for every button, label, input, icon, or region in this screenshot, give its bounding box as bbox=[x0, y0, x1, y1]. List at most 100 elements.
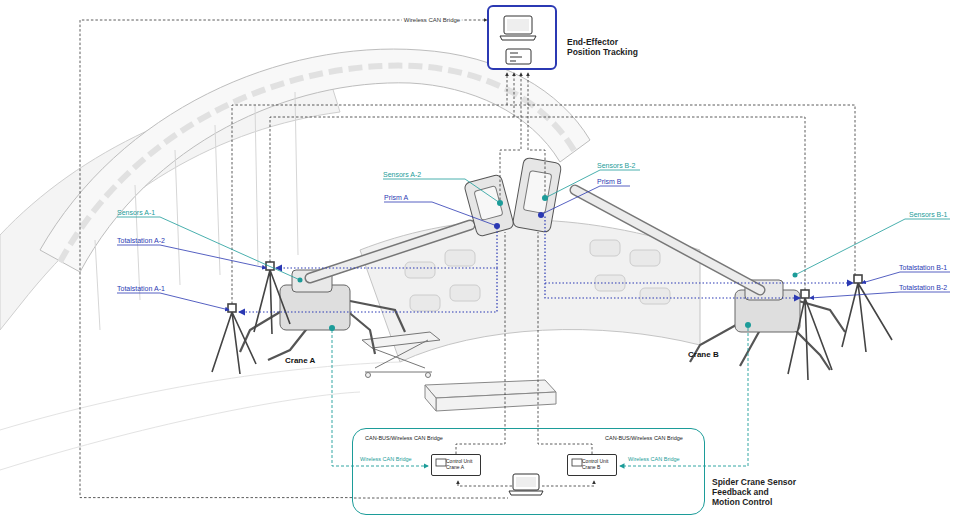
sensor-link bbox=[620, 328, 748, 466]
spider-crane bbox=[512, 157, 562, 233]
control-unit: Control Unit Crane B bbox=[567, 454, 617, 476]
pavilion-shell bbox=[595, 275, 625, 291]
sensor-label: Sensors A-1 bbox=[117, 209, 155, 217]
work-table bbox=[426, 373, 431, 378]
spider-crane bbox=[240, 157, 845, 370]
leader-line bbox=[547, 170, 640, 197]
data-link bbox=[507, 73, 508, 105]
pavilion-shell bbox=[590, 240, 620, 256]
pavilion-shell bbox=[640, 288, 670, 304]
spider-crane bbox=[310, 225, 470, 278]
box-heading: End-Effector Position Tracking bbox=[567, 37, 649, 57]
panel-stack bbox=[425, 385, 436, 411]
total-station bbox=[801, 290, 809, 298]
sensor-label: Sensors B-2 bbox=[597, 162, 636, 170]
total-station bbox=[854, 275, 862, 283]
unit-label: Control Unit Crane B bbox=[582, 458, 616, 470]
laptop-icon bbox=[509, 491, 543, 495]
work-table bbox=[365, 340, 432, 372]
pavilion-shell bbox=[630, 250, 660, 266]
sight-line bbox=[239, 216, 853, 312]
spider-crane bbox=[575, 190, 760, 290]
station-label: Totalstation A-1 bbox=[117, 285, 165, 293]
total-station bbox=[254, 270, 290, 334]
crane-name: Crane B bbox=[688, 351, 719, 359]
laptop-icon bbox=[516, 477, 536, 487]
sight-line bbox=[545, 283, 800, 298]
sensor-dot bbox=[329, 325, 335, 331]
sensor-link bbox=[332, 328, 748, 466]
work-table bbox=[362, 332, 440, 378]
bus-label: Wireless CAN Bridge bbox=[360, 455, 412, 463]
laptop-icon bbox=[513, 474, 539, 490]
control-icon bbox=[436, 459, 446, 466]
sight-line bbox=[276, 228, 497, 268]
spider-crane bbox=[575, 190, 760, 290]
spider-crane bbox=[523, 170, 552, 213]
wireless-link bbox=[80, 20, 487, 498]
data-link bbox=[458, 481, 512, 486]
total-station bbox=[788, 298, 832, 380]
leader-line bbox=[795, 219, 950, 275]
sight-line bbox=[542, 216, 853, 283]
spider-crane bbox=[474, 186, 503, 221]
laptop-icon bbox=[507, 19, 529, 31]
leader-line bbox=[384, 202, 497, 226]
edge-label: Wireless CAN Bridge bbox=[402, 17, 462, 24]
data-link bbox=[514, 73, 515, 117]
prism-dot bbox=[494, 212, 544, 229]
leader-line bbox=[862, 272, 950, 283]
box-fill bbox=[489, 7, 555, 68]
leader-line bbox=[117, 170, 950, 310]
sensor-label: Sensors A-2 bbox=[383, 171, 421, 179]
leader-line bbox=[810, 292, 950, 298]
control-unit: Control Unit Crane A bbox=[431, 454, 481, 476]
total-station bbox=[212, 262, 892, 380]
crane-name: Crane A bbox=[285, 357, 315, 365]
bus-label: CAN-BUS/Wireless CAN Bridge bbox=[605, 434, 683, 442]
data-link bbox=[528, 73, 545, 196]
pavilion-shell bbox=[450, 285, 480, 301]
pavilion-shell bbox=[0, 49, 700, 470]
unit-label: Control Unit Crane A bbox=[446, 458, 480, 470]
data-link bbox=[232, 73, 855, 498]
sensor-dot bbox=[298, 278, 303, 283]
sensor-dot bbox=[542, 195, 548, 201]
leader-line bbox=[383, 179, 500, 203]
total-station bbox=[228, 304, 236, 312]
data-link bbox=[500, 73, 521, 200]
laptop-icon bbox=[500, 36, 536, 40]
data-link bbox=[542, 481, 594, 486]
sensor-dot bbox=[497, 200, 503, 206]
data-link bbox=[456, 232, 505, 454]
prism-dot bbox=[494, 223, 500, 229]
total-station bbox=[212, 312, 256, 374]
station-label: Totalstation B-1 bbox=[899, 264, 947, 272]
sensor-dot bbox=[298, 195, 798, 331]
pavilion-shell bbox=[95, 92, 298, 330]
pavilion-shell bbox=[410, 295, 440, 311]
prism-dot bbox=[538, 212, 544, 218]
leader-line bbox=[117, 293, 229, 310]
tracking-device bbox=[506, 49, 531, 64]
data-link bbox=[354, 498, 508, 499]
pavilion-shell bbox=[0, 362, 400, 470]
spider-crane bbox=[310, 225, 470, 278]
pavilion-shell bbox=[405, 262, 435, 278]
work-table bbox=[366, 373, 371, 378]
data-link bbox=[538, 232, 592, 454]
tracking-box: End-Effector Position Tracking bbox=[487, 5, 557, 70]
sensor-link bbox=[332, 330, 428, 466]
sight-line bbox=[239, 268, 497, 312]
panel-stack bbox=[425, 380, 556, 411]
prism-label: Prism A bbox=[384, 194, 408, 202]
sensor-dot bbox=[793, 273, 798, 278]
prism-label: Prism B bbox=[597, 178, 622, 186]
bus-label: CAN-BUS/Wireless CAN Bridge bbox=[365, 434, 443, 442]
leader-line bbox=[117, 217, 300, 280]
laptop-icon bbox=[504, 16, 532, 34]
leader-line bbox=[117, 245, 266, 268]
data-link bbox=[270, 117, 805, 290]
